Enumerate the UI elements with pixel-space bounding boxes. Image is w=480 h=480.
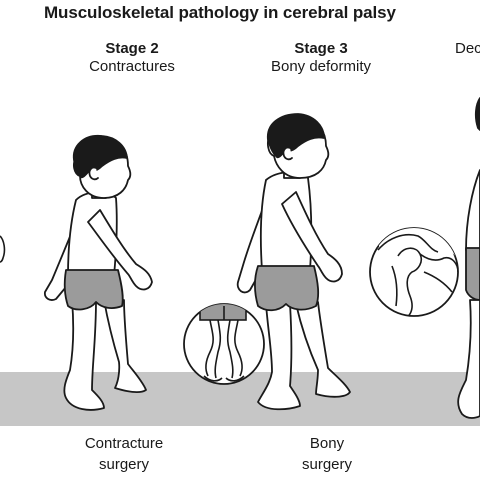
- stage-4-header: Dec: [455, 40, 480, 58]
- stage-2-name: Stage 2: [105, 40, 159, 57]
- treatment-stage-2-line2: surgery: [98, 456, 150, 473]
- stage-3-description: Bony deformity: [270, 58, 372, 75]
- child-stage-2: [44, 134, 153, 411]
- treatment-stage-2-line1: Contracture: [84, 435, 164, 452]
- treatment-stage-3-line2: surgery: [301, 456, 353, 473]
- stage-3-name: Stage 3: [294, 40, 348, 57]
- inset-hip-deformity: [369, 227, 459, 317]
- stage-2-header: Stage 2 Contractures: [42, 40, 222, 76]
- child-stage-3: [236, 113, 351, 411]
- stage-4-description: Dec: [455, 40, 480, 57]
- stage-3-header: Stage 3 Bony deformity: [231, 40, 411, 76]
- treatment-stage-2: Contracture surgery: [34, 433, 214, 475]
- treatment-stage-3-line1: Bony: [309, 435, 345, 452]
- inset-knee-deformity: [183, 303, 265, 385]
- treatment-stage-3: Bony surgery: [237, 433, 417, 475]
- stage-2-description: Contractures: [89, 58, 175, 75]
- partial-hand-left: [0, 235, 6, 263]
- figure-stage-4-partial: [457, 97, 480, 419]
- figure-title: Musculoskeletal pathology in cerebral pa…: [44, 3, 396, 22]
